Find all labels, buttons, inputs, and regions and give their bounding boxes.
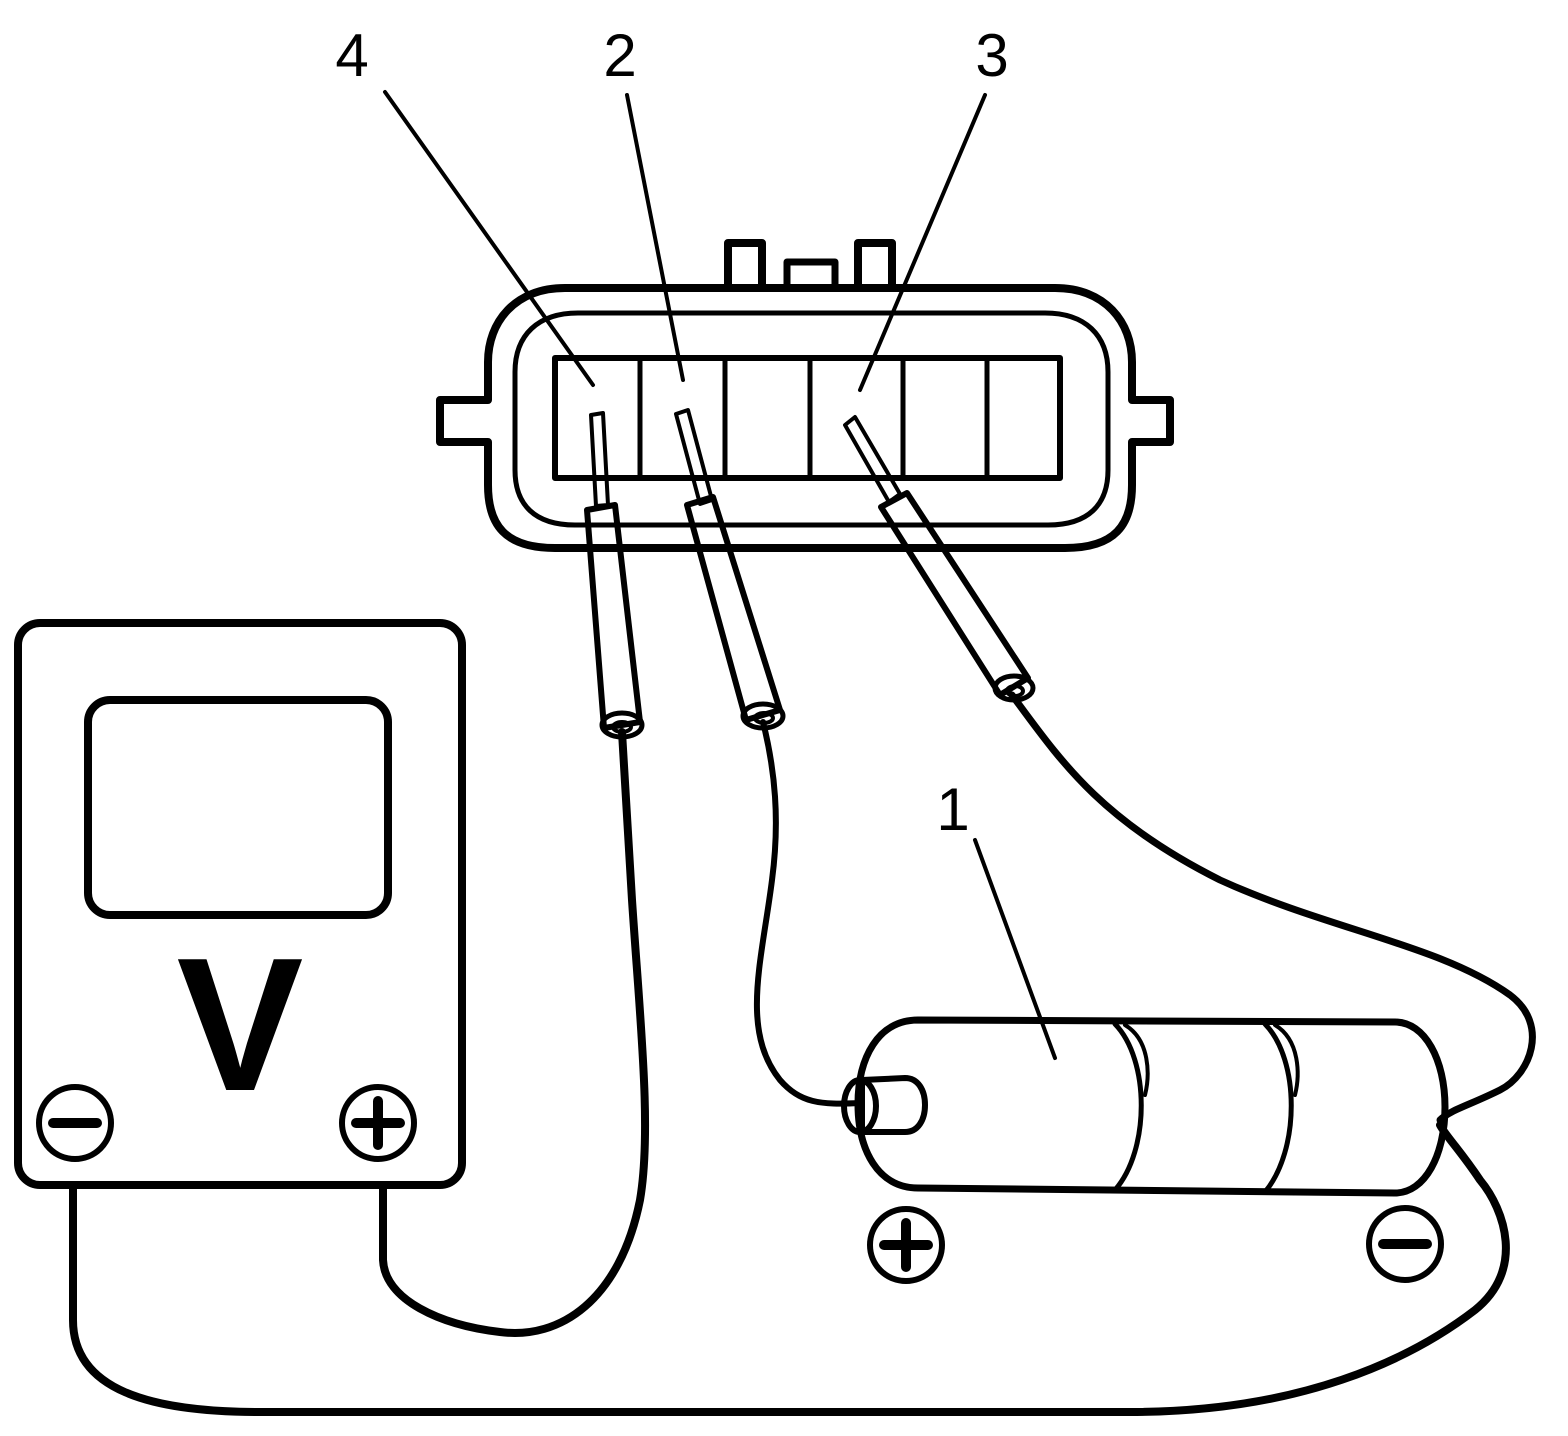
probe-left (584, 411, 645, 740)
callout-3: 3 (975, 22, 1008, 89)
meter-unit-letter: V (177, 919, 304, 1131)
battery-negative-terminal: − (1366, 1205, 1444, 1283)
probe-middle (674, 408, 786, 731)
meter-negative-terminal: − (36, 1084, 114, 1162)
callout-1: 1 (936, 776, 969, 843)
battery (841, 1016, 1449, 1197)
battery-positive-terminal: + (867, 1206, 945, 1284)
callout-4: 4 (335, 22, 368, 89)
meter-display (84, 696, 392, 919)
meter-positive-terminal: + (339, 1084, 417, 1162)
wires (69, 691, 1536, 1416)
callout-leaders (383, 90, 1057, 1060)
callout-2: 2 (603, 22, 636, 89)
voltmeter: V (14, 619, 466, 1189)
connector-housing (436, 239, 1174, 552)
probe-right (843, 415, 1036, 703)
